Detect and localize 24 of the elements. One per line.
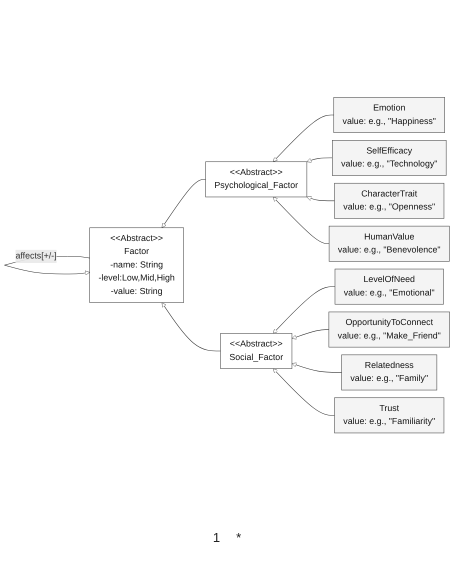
node-box <box>89 227 184 303</box>
node-box <box>205 161 308 198</box>
node-box <box>341 354 438 390</box>
multiplicity-label: 1 <box>212 530 220 545</box>
arrow <box>272 114 334 162</box>
node-box <box>334 397 444 434</box>
arrow <box>162 178 206 228</box>
node-box <box>328 226 450 262</box>
arrow <box>272 368 335 416</box>
arrow <box>306 196 335 201</box>
class-diagram: affects[+/-] <<Abstract>> Factor -name: String -level:Low,Mid,High -value: String <<Abstract>> Psychological_Factor Emotion value: e.g., "Happiness" SelfEfficacy value: e.g., "Technology" CharacterTrait value: e.g., "Openness" HumanValue value: e.g., "Benevolence" <<Abstract>> Social_Factor LevelOfNeed value: e.g., "Emotional" OpportunityToConnect value: e.g., "Make_Friend" Relatedness value: e.g., "Family" Trust value: e.g., "Familiarity" <box>0 92 454 438</box>
node-box <box>334 182 444 219</box>
multiplicity-label: * <box>236 530 242 545</box>
arrow <box>292 362 342 373</box>
node-box <box>334 268 444 304</box>
node-box <box>333 96 445 133</box>
arrow <box>272 196 330 244</box>
node-box <box>332 140 446 176</box>
arrow <box>272 286 336 334</box>
node-box <box>220 332 292 369</box>
arrow <box>292 329 330 340</box>
arrow <box>162 302 221 352</box>
arrow <box>306 157 333 162</box>
node-box <box>328 311 450 348</box>
